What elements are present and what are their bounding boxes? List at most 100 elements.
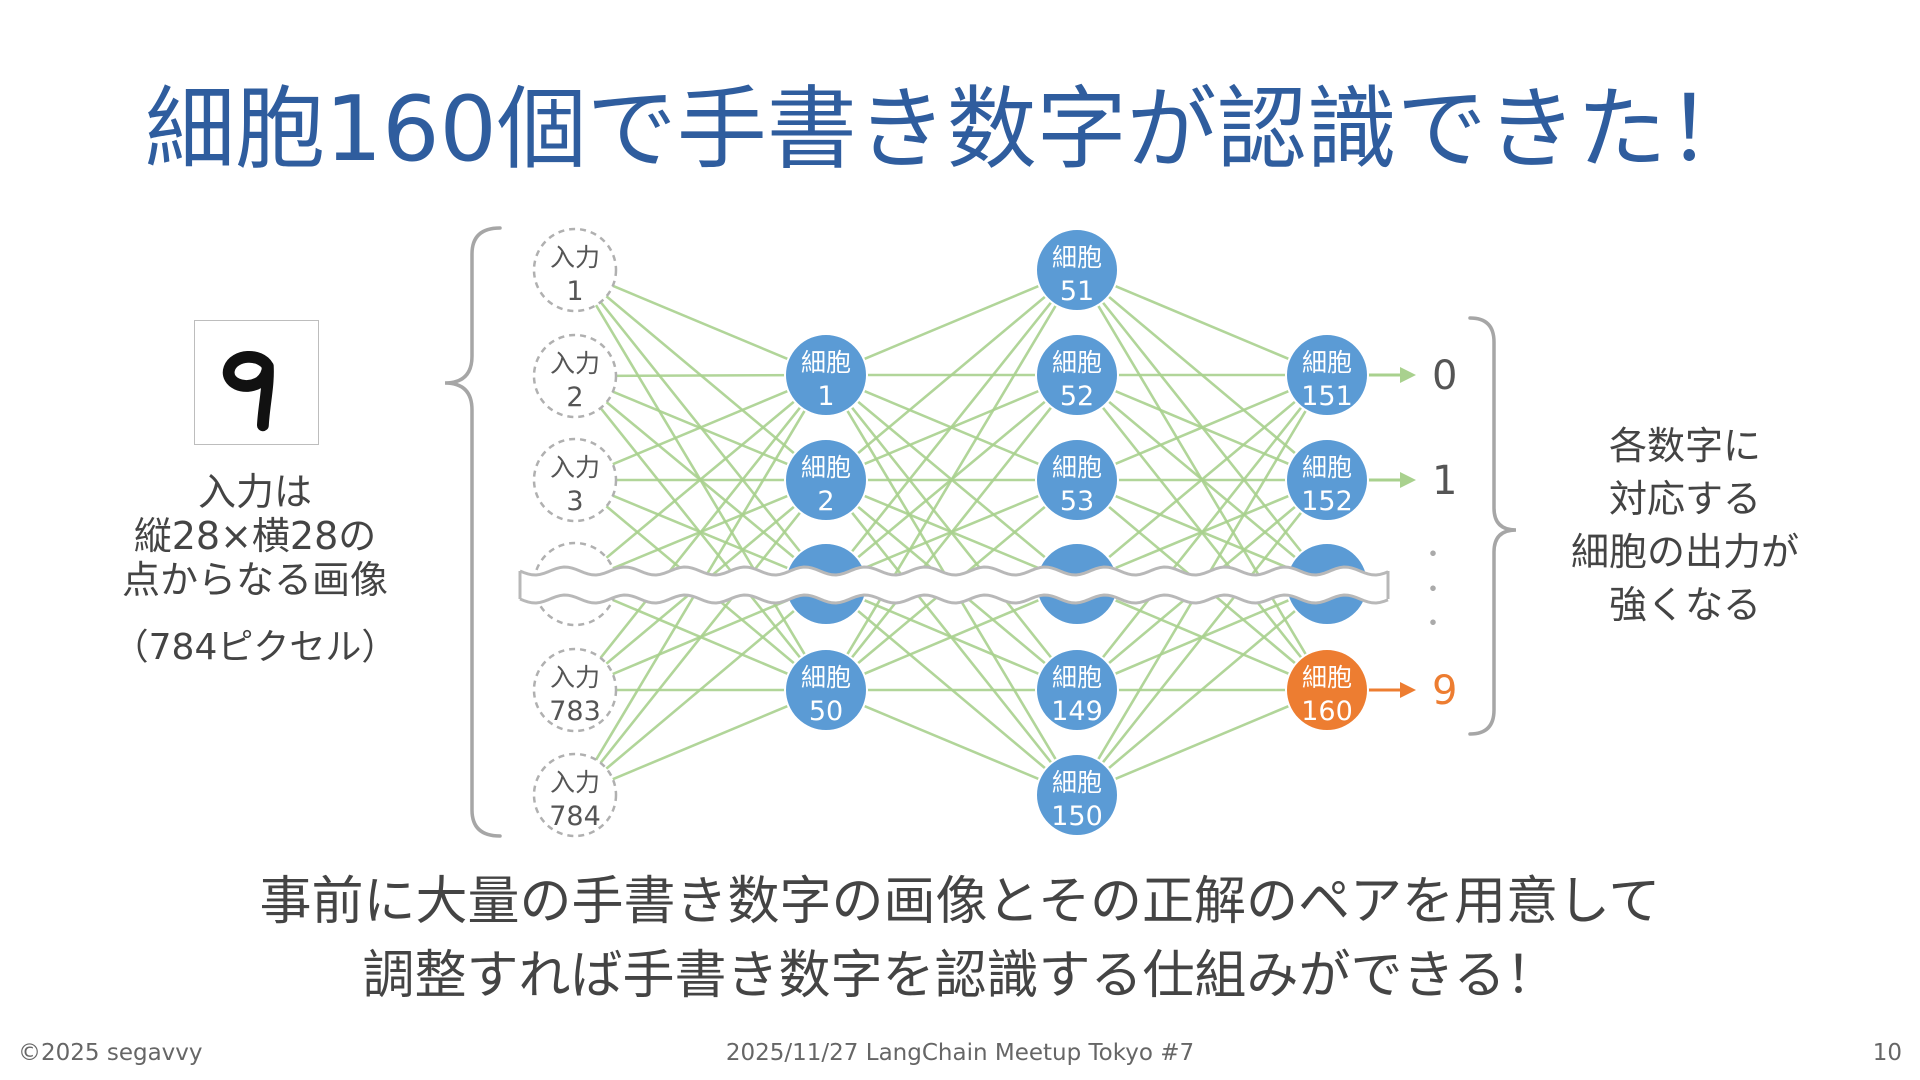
sample-digit-image bbox=[194, 320, 319, 445]
output-digit-label: 0 bbox=[1432, 353, 1457, 399]
cell-node: 細胞 149 bbox=[1035, 648, 1119, 732]
node-number: 152 bbox=[1301, 486, 1353, 517]
input-description: 入力は 縦28×横28の 点からなる画像 bbox=[90, 470, 420, 602]
node-circle bbox=[532, 437, 618, 523]
node-number: 784 bbox=[549, 801, 601, 832]
ellipsis-dot: ・ bbox=[1420, 540, 1446, 570]
output-arrowhead bbox=[1400, 367, 1416, 383]
slide-title: 細胞160個で手書き数字が認識できた！ bbox=[145, 77, 1757, 182]
footer-copyright: ©2025 segavvy bbox=[18, 1040, 203, 1066]
cell-node: 細胞 52 bbox=[1035, 333, 1119, 417]
connection-line bbox=[824, 374, 1079, 691]
output-description-line: 強くなる bbox=[1608, 583, 1761, 627]
node-number: 160 bbox=[1301, 696, 1353, 727]
node-label: 細胞 bbox=[1052, 453, 1102, 482]
wavy-break-band bbox=[520, 567, 1388, 603]
node-label: 細胞 bbox=[801, 453, 851, 482]
node-label: 細胞 bbox=[801, 348, 851, 377]
page-number: 10 bbox=[1872, 1040, 1902, 1066]
input-description-line: 点からなる画像 bbox=[121, 558, 388, 602]
node-circle bbox=[532, 647, 618, 733]
input-node: 入力 2 bbox=[532, 333, 618, 419]
input-node: 入力 3 bbox=[532, 437, 618, 523]
node-number: 2 bbox=[566, 382, 583, 413]
connection-line bbox=[1076, 268, 1328, 377]
wavy-break-bottom bbox=[519, 593, 1389, 605]
node-circle bbox=[1035, 333, 1119, 417]
connection-line bbox=[574, 688, 827, 797]
node-circle bbox=[532, 752, 618, 838]
highlighted-cell-node: 細胞160 bbox=[1285, 648, 1369, 732]
node-label: 入力 bbox=[550, 663, 600, 692]
cell-node: 細胞 150 bbox=[1035, 753, 1119, 837]
output-digit-label: 1 bbox=[1432, 458, 1457, 504]
node-circle bbox=[1035, 438, 1119, 522]
connection-line bbox=[574, 373, 827, 482]
node-number: 53 bbox=[1060, 486, 1094, 517]
cell-node: 細胞 1 bbox=[784, 333, 868, 417]
output-bracket bbox=[1468, 316, 1517, 736]
bottom-message-line: 調整すれば手書き数字を認識する仕組みができる！ bbox=[362, 946, 1558, 1006]
connection-lines bbox=[573, 268, 1329, 797]
node-number: 783 bbox=[549, 696, 601, 727]
footer-event: 2025/11/27 LangChain Meetup Tokyo #7 bbox=[725, 1040, 1195, 1066]
output-description-line: 対応する bbox=[1608, 477, 1761, 521]
connection-line bbox=[825, 269, 1078, 481]
node-circle bbox=[784, 333, 868, 417]
node-circle bbox=[1285, 648, 1369, 732]
node-label: 入力 bbox=[550, 453, 600, 482]
connection-line bbox=[825, 688, 1078, 797]
node-label: 入力 bbox=[550, 349, 600, 378]
cell-node: 細胞 152 bbox=[1285, 438, 1369, 522]
output-arrowhead bbox=[1400, 682, 1416, 698]
connection-line bbox=[574, 268, 827, 377]
node-circle bbox=[784, 648, 868, 732]
output-description-line: 各数字に bbox=[1608, 424, 1761, 468]
node-circle bbox=[784, 438, 868, 522]
output-description: 各数字に 対応する 細胞の出力が 強くなる bbox=[1545, 420, 1825, 632]
network-nodes: 入力1入力2入力3入力783入力784細胞1細胞2細胞50細胞51細胞52細胞5… bbox=[532, 227, 1369, 838]
node-label: 入力 bbox=[550, 768, 600, 797]
node-number: 50 bbox=[809, 696, 843, 727]
node-number: 150 bbox=[1051, 801, 1103, 832]
connection-line bbox=[825, 268, 1078, 377]
ellipsis-dot: ・ bbox=[1420, 609, 1446, 639]
connection-line bbox=[1076, 688, 1328, 797]
output-description-line: 細胞の出力が bbox=[1570, 530, 1799, 574]
node-number: 151 bbox=[1301, 381, 1353, 412]
bottom-message: 事前に大量の手書き数字の画像とその正解のペアを用意して 調整すれば手書き数字を認… bbox=[0, 865, 1920, 1013]
output-arrowhead bbox=[1400, 472, 1416, 488]
node-circle bbox=[532, 227, 618, 313]
connection-line bbox=[573, 479, 828, 796]
connection-line bbox=[1075, 374, 1329, 691]
input-bracket bbox=[444, 226, 502, 838]
connection-line bbox=[824, 269, 1079, 691]
connection-line bbox=[1075, 479, 1329, 796]
neural-network-diagram: 019入力1入力2入力3入力783入力784細胞1細胞2細胞50細胞51細胞52… bbox=[444, 226, 1517, 838]
node-label: 細胞 bbox=[1052, 663, 1102, 692]
input-description-line: 縦28×横28の bbox=[133, 514, 377, 558]
handwritten-digit-nine bbox=[222, 351, 274, 432]
node-label: 細胞 bbox=[801, 663, 851, 692]
input-description-line: 入力は bbox=[197, 470, 312, 514]
node-circle bbox=[532, 333, 618, 419]
node-number: 52 bbox=[1060, 381, 1094, 412]
cell-node: 細胞2 bbox=[784, 438, 868, 522]
node-number: 149 bbox=[1051, 696, 1103, 727]
node-label: 細胞 bbox=[1302, 453, 1352, 482]
node-label: 細胞 bbox=[1052, 348, 1102, 377]
connection-line bbox=[1076, 373, 1328, 482]
cell-node: 細胞 50 bbox=[784, 648, 868, 732]
node-number: 3 bbox=[566, 486, 583, 517]
node-circle bbox=[1035, 648, 1119, 732]
connection-line bbox=[825, 582, 1078, 692]
input-node: 入力 783 bbox=[532, 647, 618, 733]
node-label: 細胞 bbox=[1052, 243, 1102, 272]
wavy-break-top bbox=[519, 565, 1389, 577]
cell-node: 細胞 53 bbox=[1035, 438, 1119, 522]
node-label: 細胞 bbox=[1052, 768, 1102, 797]
node-number: 1 bbox=[817, 381, 834, 412]
connection-line bbox=[574, 583, 827, 796]
